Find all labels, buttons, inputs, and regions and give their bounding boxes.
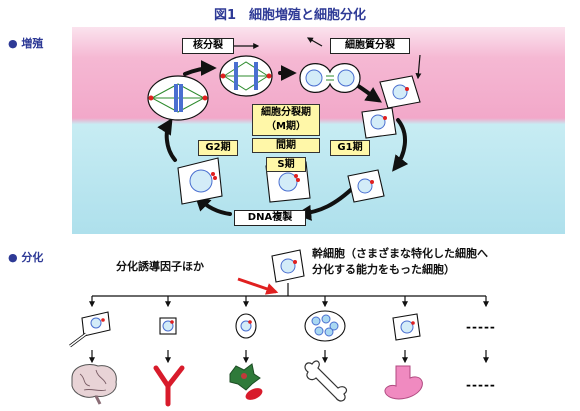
more-tissues-ellipsis: ----- (466, 378, 496, 392)
s-phase-label: S期 (266, 157, 306, 172)
nuclear-division-label: 核分裂 (182, 38, 234, 54)
progenitor-vascular (159, 317, 177, 335)
m-phase-line1: 細胞分裂期 (261, 107, 311, 118)
differentiation-tree (89, 283, 489, 364)
stem-cell-label-line2: 分化する能力をもった細胞） (312, 263, 455, 276)
mitosis-cell-1 (147, 75, 209, 121)
brain-icon (71, 364, 117, 405)
dna-replication-label: DNA複製 (234, 210, 306, 226)
stem-cell-label-line1: 幹細胞（さまざまな特化した細胞へ (312, 247, 488, 260)
blood-vessel-icon (153, 365, 185, 407)
stomach-icon (384, 365, 423, 400)
blood-cells-icon (229, 363, 263, 400)
interphase-label: 間期 (252, 138, 320, 153)
g1-phase-label: G1期 (330, 140, 370, 156)
differentiation-factor-label: 分化誘導因子ほか (116, 260, 204, 273)
m-phase-line2: （M期） (266, 121, 306, 132)
progenitor-bone (304, 310, 346, 342)
progenitor-blood (235, 313, 257, 339)
m-phase-label: 細胞分裂期 （M期） (252, 104, 320, 136)
mitosis-cell-2 (219, 55, 273, 97)
stem-cell (271, 249, 305, 283)
figure-title: 図1 細胞増殖と細胞分化 (213, 8, 367, 23)
proliferation-heading: ● 増殖 (8, 37, 44, 50)
factor-arrow (237, 277, 279, 295)
progenitor-neural (69, 311, 111, 348)
more-cells-ellipsis: ----- (466, 320, 496, 334)
progenitor-organ (392, 313, 421, 341)
bone-icon (304, 360, 348, 402)
interphase-cells (177, 75, 421, 205)
cytokinesis-label: 細胞質分裂 (330, 38, 410, 54)
g2-phase-label: G2期 (198, 140, 238, 156)
mitosis-cell-3 (299, 63, 361, 93)
differentiation-heading: ● 分化 (8, 251, 44, 264)
